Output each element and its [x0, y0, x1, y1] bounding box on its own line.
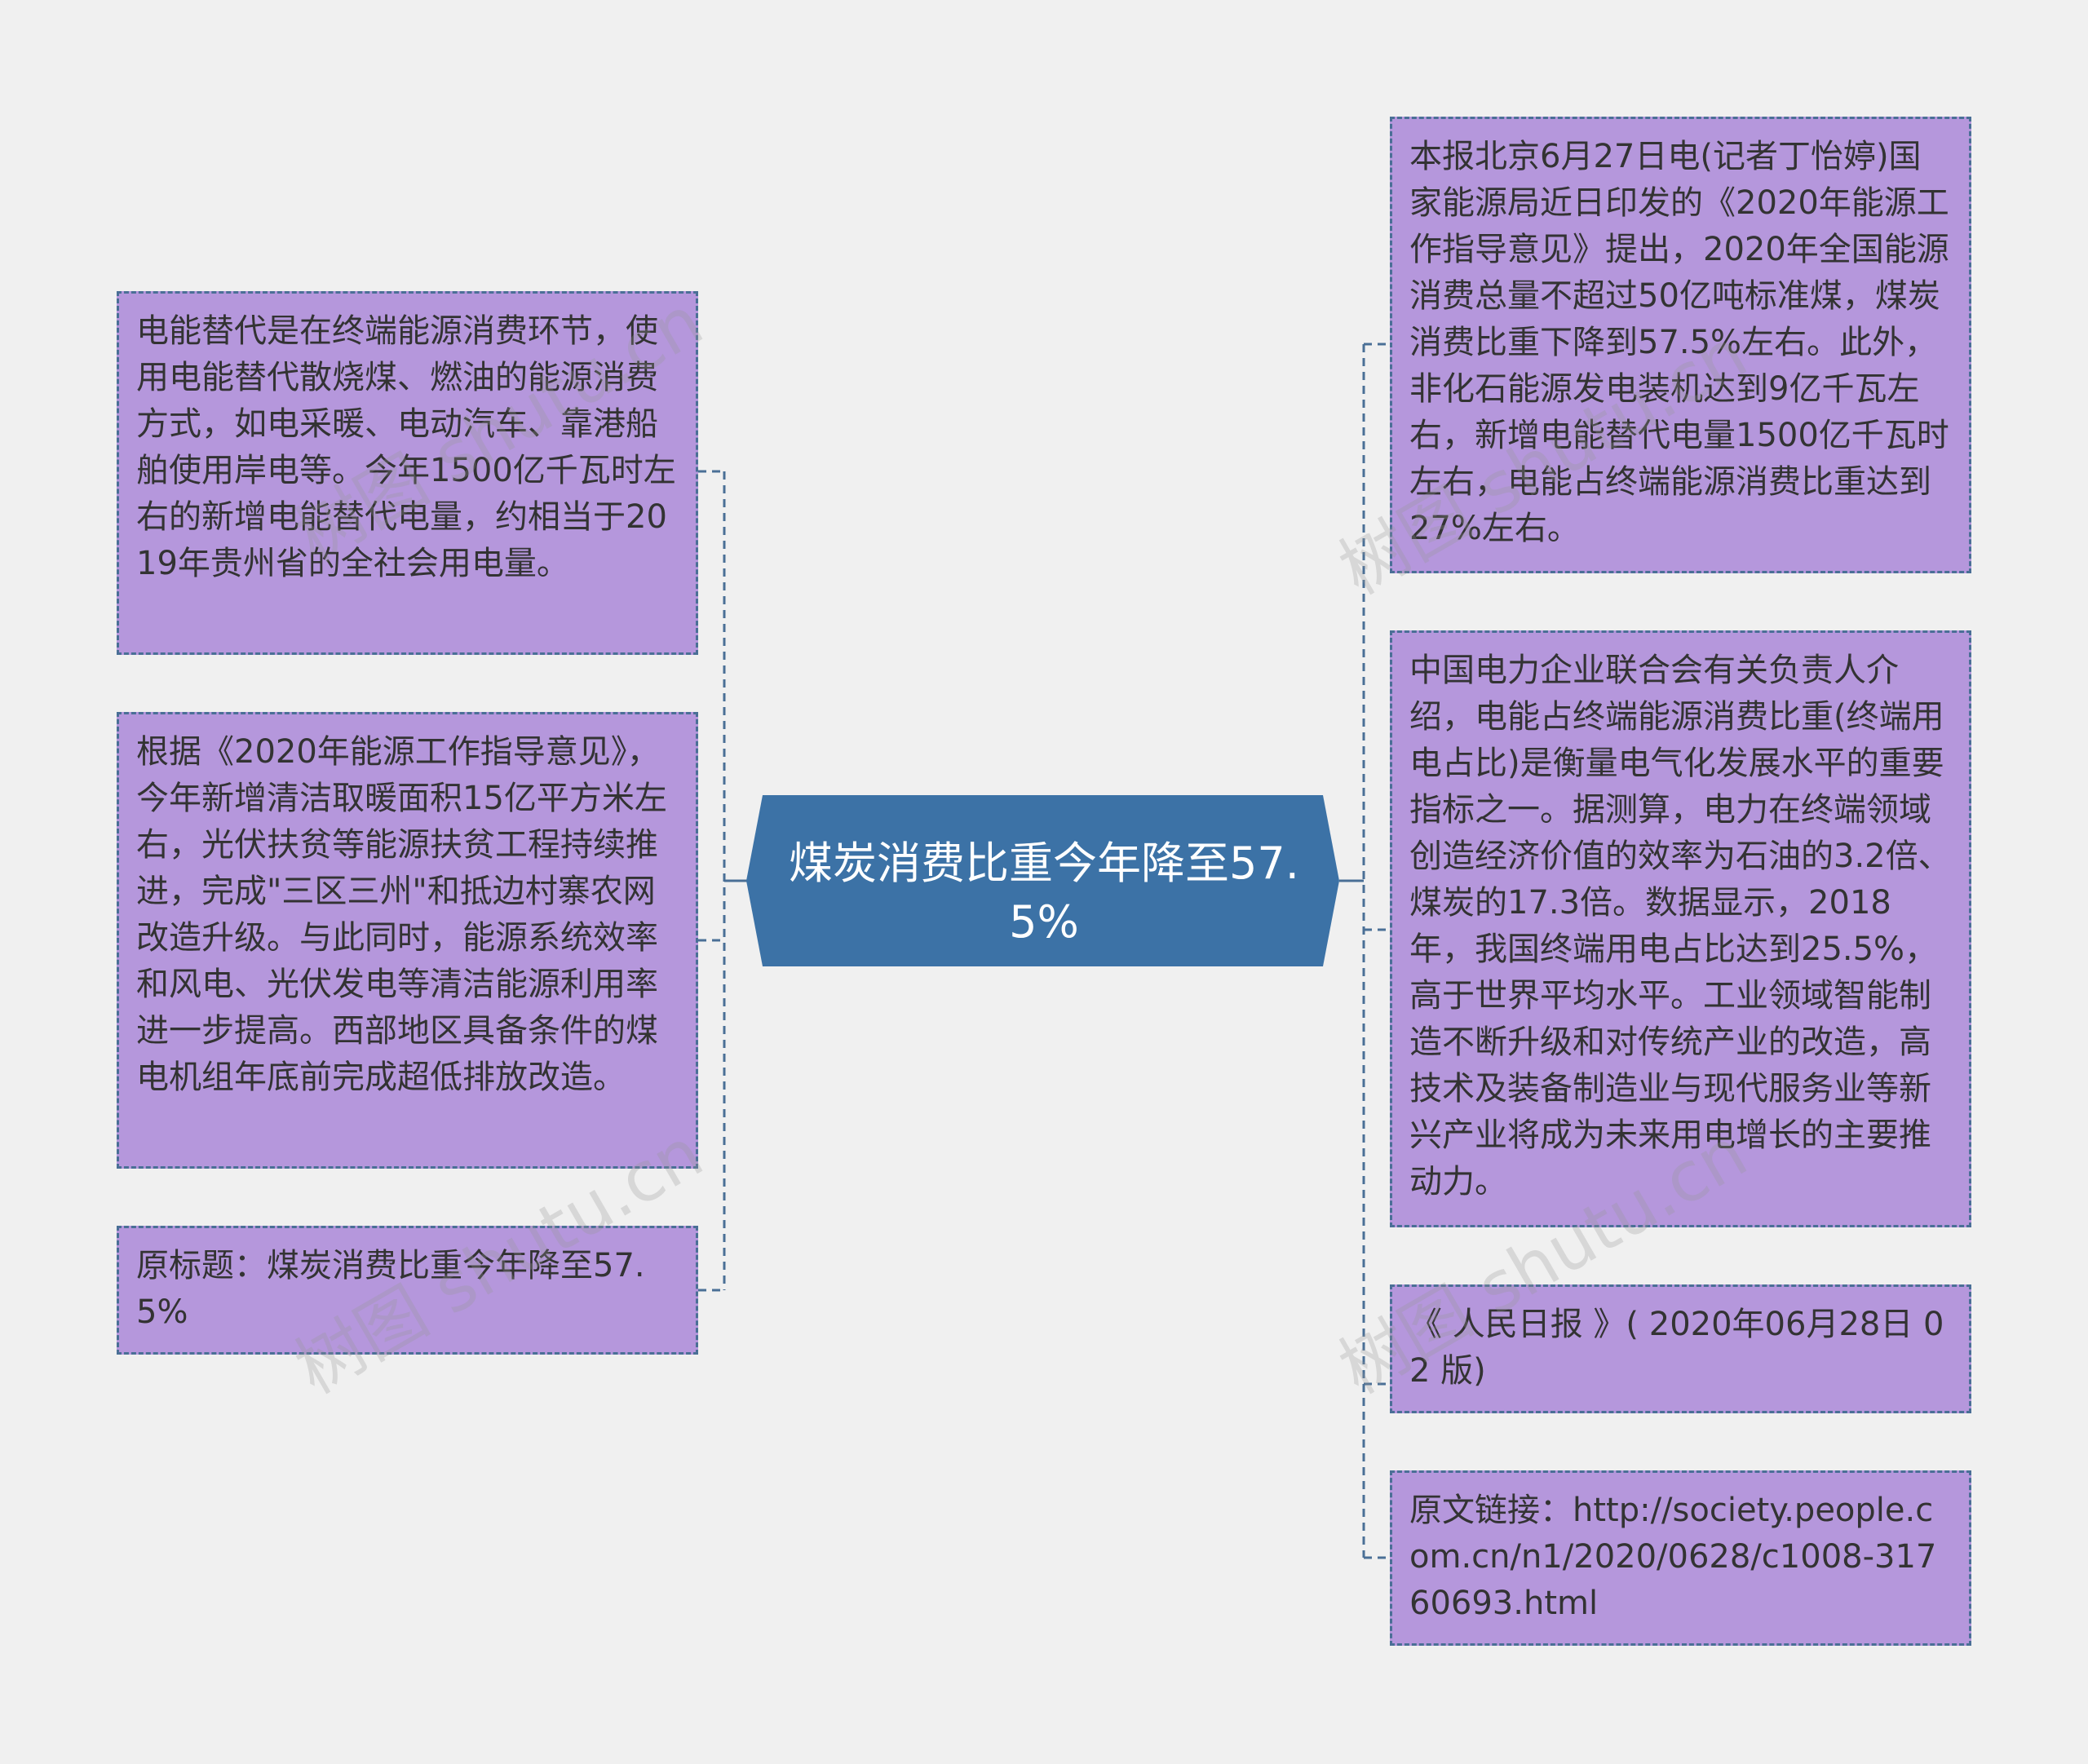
- right-node-2[interactable]: 中国电力企业联合会有关负责人介绍，电能占终端能源消费比重(终端用电占比)是衡量电…: [1390, 630, 1971, 1227]
- left-node-1[interactable]: 电能替代是在终端能源消费环节，使用电能替代散烧煤、燃油的能源消费方式，如电采暖、…: [117, 291, 698, 655]
- left-node-3[interactable]: 原标题：煤炭消费比重今年降至57.5%: [117, 1226, 698, 1355]
- center-node-shape: [746, 795, 1339, 966]
- left-node-2[interactable]: 根据《2020年能源工作指导意见》，今年新增清洁取暖面积15亿平方米左右，光伏扶…: [117, 712, 698, 1169]
- right-node-3[interactable]: 《 人民日报 》( 2020年06月28日 02 版): [1390, 1284, 1971, 1413]
- right-node-1[interactable]: 本报北京6月27日电(记者丁怡婷)国家能源局近日印发的《2020年能源工作指导意…: [1390, 117, 1971, 573]
- center-topic[interactable]: 煤炭消费比重今年降至57.5%: [789, 838, 1299, 948]
- right-node-4[interactable]: 原文链接：http://society.people.com.cn/n1/202…: [1390, 1470, 1971, 1646]
